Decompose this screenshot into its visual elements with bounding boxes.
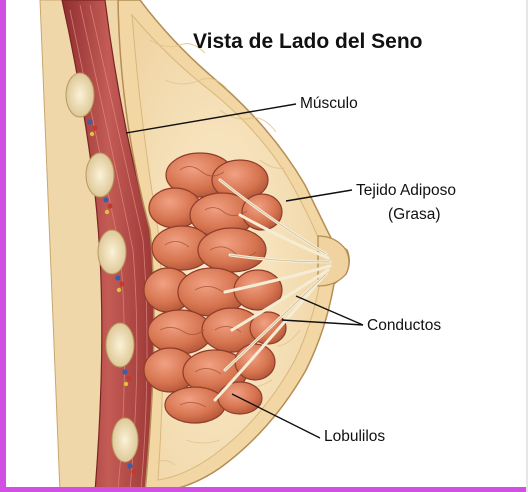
rib (86, 153, 114, 197)
rib (112, 418, 138, 462)
label-ducts: Conductos (367, 316, 441, 335)
diagram-title: Vista de Lado del Seno (193, 30, 423, 54)
label-muscle: Músculo (300, 94, 358, 113)
label-adipose-line2: (Grasa) (388, 205, 441, 224)
bottom-edge-bar (0, 487, 528, 492)
rib (66, 73, 94, 117)
left-edge-bar (0, 0, 6, 492)
label-adipose-line1: Tejido Adiposo (356, 181, 456, 200)
label-lobules: Lobulilos (324, 427, 385, 446)
rib (106, 323, 134, 367)
rib (98, 230, 126, 274)
